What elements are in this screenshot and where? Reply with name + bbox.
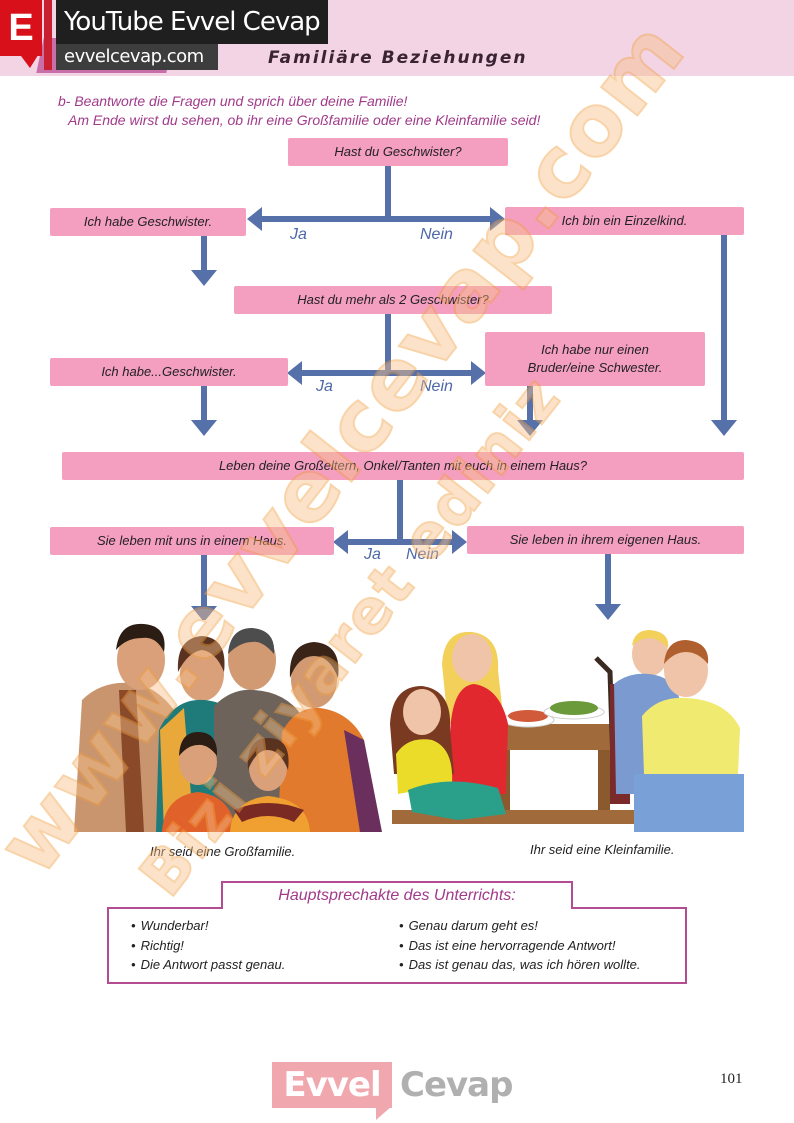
answer-one-sibling-line-2: Bruder/eine Schwester. [527,360,663,375]
connector-q1-stem [385,166,391,218]
connector-q3-horizontal [344,539,456,545]
arrowhead-q1-yes-down [191,270,217,286]
instructions: b- Beantworte die Fragen und sprich über… [58,92,540,130]
arrow-q3-no [452,530,467,554]
phrases-box: Wunderbar! Richtig! Die Antwort passt ge… [107,907,687,984]
channel-title[interactable]: YouTube Evvel Cevap [56,0,328,44]
connector-q2-stem [385,313,391,373]
arrowhead-einzelkind-down [711,420,737,436]
phrases-right-list: Genau darum geht es! Das ist eine hervor… [399,916,641,975]
arrowhead-q3-yes-down [191,606,217,622]
daughter-body [396,739,453,794]
label-no-2: Nein [420,378,453,395]
mother-body [450,684,508,794]
arrowhead-q2-yes-down [191,420,217,436]
phrase-item: Die Antwort passt genau. [131,955,286,975]
logo-strip [44,0,52,70]
nuclear-family-illustration [388,624,744,832]
father-body [642,697,740,774]
label-no-1: Nein [420,226,453,243]
arrow-q1-yes [247,207,262,231]
label-yes-2: Ja [316,378,333,395]
question-more-than-two: Hast du mehr als 2 Geschwister? [234,286,552,314]
connector-q2-horizontal [298,370,476,376]
arrow-q3-yes [333,530,348,554]
boy-body [162,792,236,832]
girl-head [249,745,287,791]
salad-bowl-1 [508,710,548,722]
site-url-link[interactable]: evvelcevap.com [56,44,218,70]
footer-logo-tail [376,1106,392,1120]
question-siblings: Hast du Geschwister? [288,138,508,166]
channel-logo[interactable]: E [0,0,42,56]
grandmother-head [291,652,337,708]
connector-q2-yes-down [201,385,207,421]
footer-logo-evvel: Evvel [272,1062,392,1108]
page-number: 101 [720,1071,743,1087]
mother-head [452,634,492,682]
salad-bowl-2 [550,701,598,715]
phrase-item: Das ist genau das, was ich hören wollte. [399,955,641,975]
footer-logo-cevap: Cevap [400,1065,513,1105]
connector-q1-yes-down [201,236,207,272]
label-yes-1: Ja [290,226,307,243]
arrow-q2-no [471,361,486,385]
phrases-left-list: Wunderbar! Richtig! Die Antwort passt ge… [131,916,286,975]
answer-one-sibling: Ich habe nur einen Bruder/eine Schwester… [485,332,705,386]
phrase-item: Wunderbar! [131,916,285,936]
phrase-item: Richtig! [131,936,285,956]
connector-q3-no-down [605,554,611,606]
connector-einzelkind-down [721,235,727,422]
question-relatives-same-house: Leben deine Großeltern, Onkel/Tanten mit… [62,452,744,480]
flowchart-arrows [191,166,737,622]
logo-tail [18,52,40,68]
connector-q2-no-down [527,386,533,421]
label-no-3: Nein [406,546,439,563]
phrase-item: Das ist eine hervorragende Antwort! [399,936,641,956]
boy-head [179,739,217,785]
phrases-title: Hauptsprechakte des Unterrichts: [221,881,573,909]
arrow-q1-no [490,207,505,231]
son-head [632,632,668,676]
caption-nuclear-family: Ihr seid eine Kleinfamilie. [530,842,675,857]
arrowhead-q2-no-down [517,420,543,436]
answer-one-sibling-line-1: Ich habe nur einen [541,342,649,357]
label-yes-3: Ja [364,546,381,563]
daughter-head [403,689,441,735]
extended-family-illustration [64,620,384,832]
instruction-line-2: Am Ende wirst du sehen, ob ihr eine Groß… [68,112,541,128]
unit-title: Familiäre Beziehungen [268,48,528,68]
woman-left-head [180,647,224,701]
connector-q3-yes-down [201,555,207,608]
answer-has-siblings: Ich habe Geschwister. [50,208,246,236]
answer-n-siblings: Ich habe...Geschwister. [50,358,288,386]
answer-live-separately: Sie leben in ihrem eigenen Haus. [467,526,744,554]
phrase-item: Genau darum geht es! [399,916,641,936]
arrowhead-q3-no-down [595,604,621,620]
answer-live-together: Sie leben mit uns in einem Haus. [50,527,334,555]
man-left-head [117,630,165,690]
father-head [664,643,708,697]
connector-q1-horizontal [258,216,494,222]
picnic-table [472,724,638,750]
arrow-q2-yes [287,361,302,385]
answer-only-child: Ich bin ein Einzelkind. [505,207,744,235]
caption-extended-family: Ihr seid eine Großfamilie. [150,844,296,859]
instruction-line-1: b- Beantworte die Fragen und sprich über… [58,93,408,109]
connector-q3-stem [397,480,403,542]
